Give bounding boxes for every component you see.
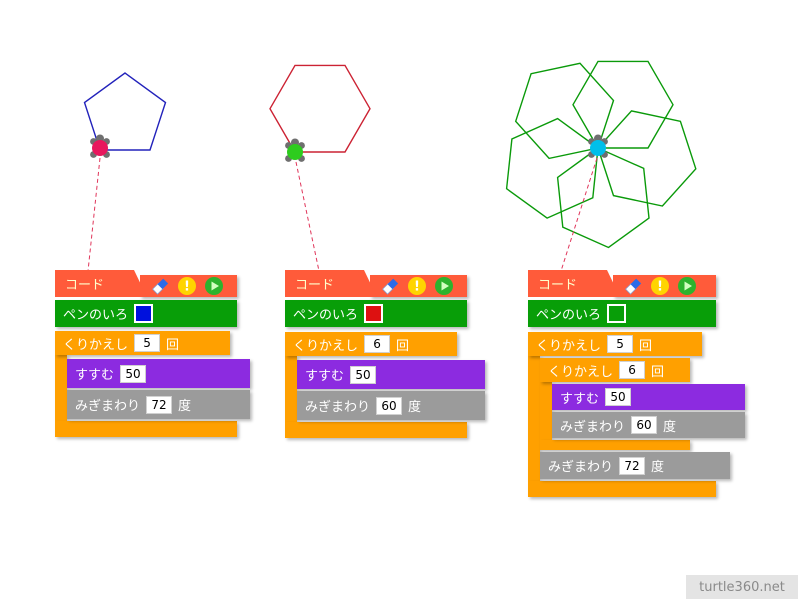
move-value-input[interactable]: 50 (120, 364, 147, 383)
play-icon[interactable] (434, 276, 454, 296)
panel-title: コード (65, 278, 105, 293)
flower-hexagon-3 (505, 117, 599, 219)
leader-line (295, 161, 320, 272)
move-label: すすむ (305, 369, 345, 384)
outer-repeat-block-footer (528, 481, 716, 497)
pen-color-label: ペンのいろ (63, 308, 129, 323)
inner-repeat-block-spine (540, 382, 552, 440)
move-label: すすむ (560, 391, 600, 407)
turn-label: みぎまわり (548, 460, 614, 475)
repeat-block-footer (285, 422, 467, 438)
turn-right-block[interactable]: みぎまわり 72 度 (67, 390, 250, 419)
pen-color-label: ペンのいろ (536, 308, 602, 323)
panel-tab[interactable]: コード (55, 270, 147, 297)
repeat-count-input[interactable]: 5 (607, 335, 634, 353)
panel-toolbar[interactable]: ! (140, 275, 237, 297)
repeat-block-footer (55, 421, 237, 437)
outer-repeat-block-spine (528, 356, 540, 481)
repeat-suffix: 回 (396, 338, 410, 354)
turn-label: みぎまわり (560, 419, 626, 435)
move-block[interactable]: すすむ 50 (297, 360, 485, 389)
pen-color-swatch[interactable] (134, 304, 154, 323)
panel-tab[interactable]: コード (528, 270, 620, 297)
repeat-suffix: 回 (651, 364, 665, 380)
turtle-sprite[interactable] (90, 134, 110, 158)
turn-label: みぎまわり (305, 400, 371, 415)
flower-hexagon-2 (514, 62, 615, 160)
turn-value-input[interactable]: 60 (376, 396, 403, 415)
turn-value-input[interactable]: 72 (146, 395, 173, 414)
turn-value-input[interactable]: 60 (631, 416, 658, 434)
turn-right-block[interactable]: みぎまわり 60 度 (297, 391, 485, 420)
pen-color-block[interactable]: ペンのいろ (55, 300, 237, 327)
repeat-label: くりかえし (63, 337, 129, 353)
watermark: turtle360.net (686, 575, 798, 599)
pen-color-block[interactable]: ペンのいろ (528, 300, 716, 327)
move-block[interactable]: すすむ 50 (67, 359, 250, 388)
inner-repeat-block-header[interactable]: くりかえし 6 回 (540, 358, 690, 382)
inner-turn-right-block[interactable]: みぎまわり 60 度 (552, 412, 745, 438)
svg-text:!: ! (657, 280, 663, 295)
svg-text:!: ! (184, 280, 190, 295)
eraser-icon[interactable] (623, 276, 643, 296)
panel-title: コード (538, 278, 578, 293)
repeat-block-header[interactable]: くりかえし 5 回 (55, 331, 230, 355)
exclamation-icon[interactable]: ! (177, 276, 197, 296)
repeat-label: くりかえし (548, 364, 614, 380)
repeat-count-input[interactable]: 6 (619, 361, 646, 379)
flower-hexagon-5 (597, 110, 697, 207)
exclamation-icon[interactable]: ! (650, 276, 670, 296)
move-block[interactable]: すすむ 50 (552, 384, 745, 410)
turn-label: みぎまわり (75, 399, 141, 414)
pentagon (83, 72, 167, 151)
eraser-icon[interactable] (150, 276, 170, 296)
repeat-label: くりかえし (293, 338, 359, 354)
panel-toolbar[interactable]: ! (613, 275, 716, 297)
turtle-sprite[interactable] (588, 134, 608, 158)
move-label: すすむ (75, 368, 115, 383)
repeat-block-spine (55, 355, 67, 421)
flower-hexagon-4 (556, 147, 650, 249)
turn-suffix: 度 (408, 400, 422, 415)
leader-line (560, 157, 598, 272)
turn-suffix: 度 (178, 399, 192, 414)
move-value-input[interactable]: 50 (350, 365, 377, 384)
repeat-count-input[interactable]: 5 (134, 334, 161, 352)
repeat-block-spine (285, 356, 297, 422)
repeat-block-header[interactable]: くりかえし 6 回 (285, 332, 457, 356)
repeat-label: くりかえし (536, 338, 602, 354)
eraser-icon[interactable] (380, 276, 400, 296)
svg-text:!: ! (414, 280, 420, 295)
repeat-count-input[interactable]: 6 (364, 335, 391, 353)
play-icon[interactable] (204, 276, 224, 296)
exclamation-icon[interactable]: ! (407, 276, 427, 296)
turn-value-input[interactable]: 72 (619, 456, 646, 475)
turn-suffix: 度 (651, 460, 665, 475)
flower-hexagon-1 (572, 60, 674, 149)
inner-repeat-block-footer (540, 440, 690, 450)
hexagon (269, 64, 371, 153)
panel-tab[interactable]: コード (285, 270, 377, 297)
turn-suffix: 度 (663, 419, 677, 435)
turtle-sprite[interactable] (285, 138, 305, 162)
pen-color-block[interactable]: ペンのいろ (285, 300, 467, 327)
leader-line (87, 157, 101, 272)
move-value-input[interactable]: 50 (605, 388, 632, 406)
outer-repeat-block-header[interactable]: くりかえし 5 回 (528, 332, 702, 356)
pen-color-label: ペンのいろ (293, 308, 359, 323)
outer-turn-right-block[interactable]: みぎまわり 72 度 (540, 452, 730, 479)
repeat-suffix: 回 (166, 337, 180, 353)
repeat-suffix: 回 (639, 338, 653, 354)
panel-toolbar[interactable]: ! (370, 275, 467, 297)
pen-color-swatch[interactable] (607, 304, 627, 323)
panel-title: コード (295, 278, 335, 293)
pen-color-swatch[interactable] (364, 304, 384, 323)
play-icon[interactable] (677, 276, 697, 296)
